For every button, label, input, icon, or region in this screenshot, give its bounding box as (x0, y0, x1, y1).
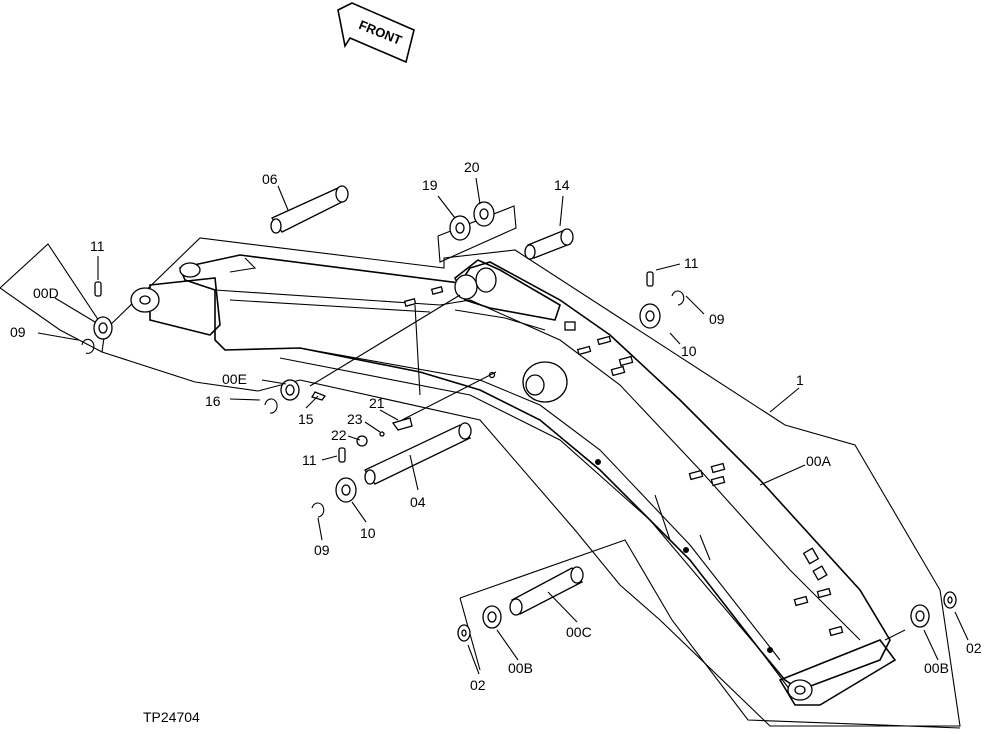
figure-id: TP24704 (143, 709, 200, 725)
callout-00B-right: 00B (924, 660, 949, 676)
pin-14 (524, 228, 574, 260)
callout-23: 23 (347, 411, 363, 427)
callout-19: 19 (422, 177, 438, 193)
boom-body (130, 254, 897, 706)
leader-lines (37, 177, 969, 675)
pin-04 (364, 422, 472, 485)
callout-00D: 00D (33, 285, 59, 301)
callout-14: 14 (554, 177, 570, 193)
callout-04: 04 (410, 494, 426, 510)
callout-1: 1 (796, 372, 804, 388)
callout-02-right: 02 (966, 640, 982, 656)
callout-22: 22 (331, 427, 347, 443)
callout-00A: 00A (806, 453, 832, 469)
callout-06: 06 (262, 171, 278, 187)
callout-00C: 00C (566, 624, 592, 640)
callout-00B-left: 00B (508, 660, 533, 676)
callout-11-left: 11 (90, 238, 105, 254)
pin-06 (270, 185, 349, 234)
callout-10-lower: 10 (360, 525, 376, 541)
callout-10-right: 10 (681, 343, 697, 359)
callout-11-right: 11 (684, 255, 699, 271)
callout-09-right: 09 (709, 311, 725, 327)
pin-00C (509, 566, 584, 616)
snap-rings (81, 271, 957, 642)
washers-19-20 (449, 201, 495, 241)
callout-20: 20 (464, 159, 480, 175)
callout-21: 21 (369, 395, 385, 411)
callout-09-lower: 09 (314, 542, 330, 558)
callout-15: 15 (298, 411, 314, 427)
bushings (93, 303, 930, 629)
callout-labels: 06 11 00D 09 19 20 14 11 09 10 1 00A 00E… (10, 159, 982, 693)
callout-00E: 00E (222, 371, 247, 387)
callout-11-lower: 11 (302, 452, 317, 468)
assembly-outline (0, 205, 961, 729)
callout-02-left: 02 (470, 677, 486, 693)
callout-16: 16 (205, 393, 221, 409)
front-arrow-icon: FRONT (337, 2, 415, 64)
callout-09-left: 09 (10, 324, 26, 340)
